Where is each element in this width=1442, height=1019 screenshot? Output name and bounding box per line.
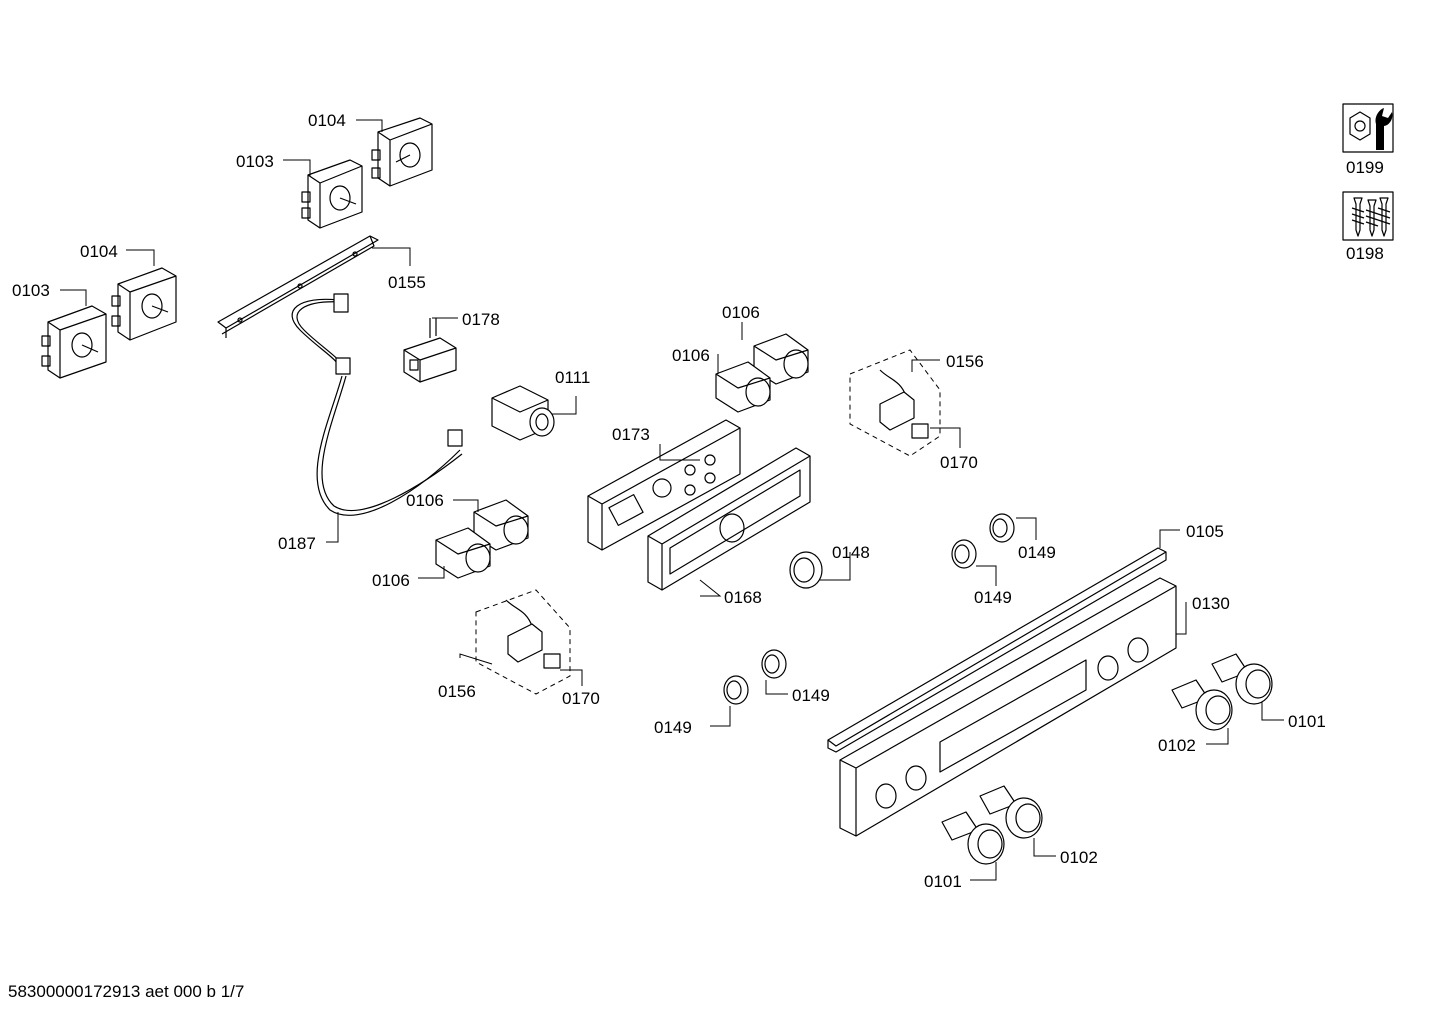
part-0103-upper — [301, 159, 363, 229]
part-0111-motor — [491, 385, 555, 441]
part-0106-a — [753, 333, 809, 385]
part-0149-d — [723, 675, 749, 705]
label-0199: 0199 — [1346, 158, 1384, 177]
nut-wrench-icon — [1342, 103, 1394, 153]
label-0156-upper: 0156 — [946, 352, 984, 371]
part-0102-knob-left — [979, 785, 1043, 839]
part-0187-harness — [291, 293, 463, 516]
part-0106-b — [715, 361, 771, 413]
label-0156-lower: 0156 — [438, 682, 476, 701]
label-0170-lower: 0170 — [562, 689, 600, 708]
part-0148-ring — [789, 551, 823, 589]
label-0187: 0187 — [278, 534, 316, 553]
label-0111: 0111 — [555, 368, 590, 387]
part-0106-d — [435, 527, 491, 579]
label-0102-left: 0102 — [1060, 848, 1098, 867]
part-0101-knob-left — [941, 811, 1005, 865]
part-0149-c — [761, 649, 787, 679]
label-0173: 0173 — [612, 425, 650, 444]
part-0104-upper — [371, 117, 433, 187]
part-0156-upper — [849, 349, 941, 457]
part-0149-b — [951, 539, 977, 569]
label-0198: 0198 — [1346, 244, 1384, 263]
part-0102-knob-right — [1171, 679, 1233, 731]
part-0168-frame — [647, 447, 811, 591]
label-0106-a: 0106 — [722, 303, 760, 322]
label-0101-left: 0101 — [924, 872, 962, 891]
part-0103-lower — [41, 305, 107, 379]
label-0103-lower: 0103 — [12, 281, 50, 300]
label-0103-upper: 0103 — [236, 152, 274, 171]
label-0101-right: 0101 — [1288, 712, 1326, 731]
part-0130-panel — [839, 577, 1177, 837]
part-0105-strip — [827, 547, 1167, 753]
part-0149-a — [989, 513, 1015, 543]
screws-icon — [1342, 191, 1394, 241]
label-0106-c: 0106 — [406, 491, 444, 510]
label-0148: 0148 — [832, 543, 870, 562]
label-0178: 0178 — [462, 310, 500, 329]
part-0173-module — [587, 419, 741, 551]
label-0149-b: 0149 — [974, 588, 1012, 607]
label-0149-a: 0149 — [1018, 543, 1056, 562]
label-0149-d: 0149 — [654, 718, 692, 737]
part-0156-lower — [475, 589, 571, 695]
label-0106-b: 0106 — [672, 346, 710, 365]
part-0104-lower — [111, 267, 177, 341]
part-0106-c — [473, 499, 529, 551]
label-0102-right: 0102 — [1158, 736, 1196, 755]
part-0155-rail — [217, 235, 379, 338]
label-0104-lower: 0104 — [80, 242, 118, 261]
label-0104-upper: 0104 — [308, 111, 346, 130]
label-0168: 0168 — [724, 588, 762, 607]
label-0105: 0105 — [1186, 522, 1224, 541]
label-0106-d: 0106 — [372, 571, 410, 590]
label-0149-c: 0149 — [792, 686, 830, 705]
part-0101-knob-right — [1211, 653, 1273, 705]
part-0178-switch — [403, 318, 457, 383]
label-0155: 0155 — [388, 273, 426, 292]
document-footer: 58300000172913 aet 000 b 1/7 — [8, 982, 245, 1001]
label-0170-upper: 0170 — [940, 453, 978, 472]
leader-lines — [60, 119, 1284, 881]
label-0130: 0130 — [1192, 594, 1230, 613]
